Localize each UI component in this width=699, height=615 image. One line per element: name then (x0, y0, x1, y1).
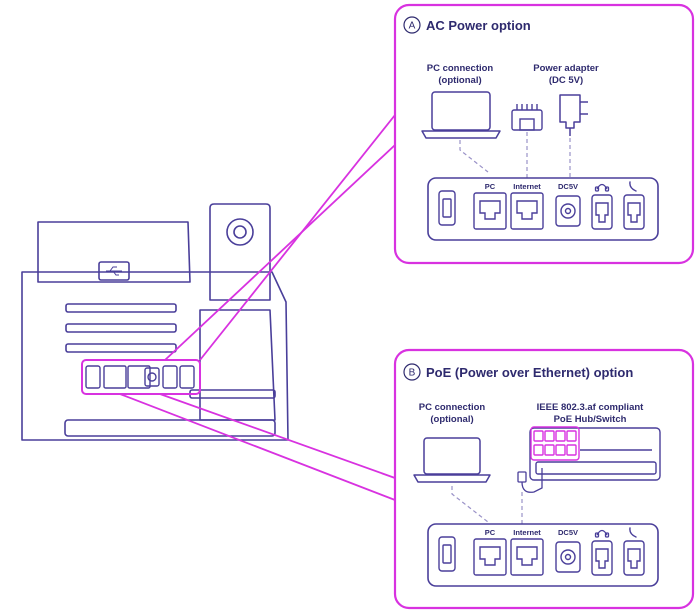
panel-a-port-panel (427, 177, 659, 241)
callout-line-a-2 (164, 144, 396, 361)
poe-switch-body (529, 427, 661, 481)
dc-port-pin (564, 207, 572, 215)
handset-speaker (226, 218, 254, 246)
panel-a-port-internet: Internet (513, 182, 541, 191)
usb-slot (438, 536, 456, 572)
poe-switch-strip (535, 461, 657, 475)
dc-port (555, 541, 581, 573)
panel-b-pc-caption-2: (optional) (430, 414, 473, 425)
panel-a-port-dc: DC5V (558, 182, 578, 191)
panel-b-hub-caption-2: PoE Hub/Switch (554, 414, 627, 425)
power-adapter-icon (559, 94, 588, 136)
poe-port-highlight (530, 426, 580, 461)
panel-b-port-internet: Internet (513, 528, 541, 537)
handset-speaker-inner (233, 225, 247, 239)
handset-icon (629, 527, 637, 538)
panel-b-hub-caption-1: IEEE 802.3.af compliant (537, 402, 644, 413)
panel-a-frame (393, 3, 695, 265)
headset-port (591, 194, 613, 230)
panel-a-adapter-caption-2: (DC 5V) (549, 75, 583, 86)
callout-line-b-2 (119, 393, 396, 501)
panel-b-badge-text: B (409, 368, 416, 379)
pc-port-jack (479, 546, 501, 566)
panel-b-badge (403, 363, 421, 381)
laptop-icon (421, 91, 501, 139)
internet-port-jack (516, 546, 538, 566)
body-slot (65, 303, 177, 313)
phone-back-view (21, 203, 289, 441)
panel-b-port-dc: DC5V (558, 528, 578, 537)
cable-wire (521, 468, 543, 493)
body-slot (189, 389, 276, 399)
panel-b-title: PoE (Power over Ethernet) option (426, 365, 633, 380)
panel-a-ports (438, 190, 645, 230)
handset-port-jack (627, 548, 641, 569)
handset (209, 203, 271, 301)
panel-a-pc-caption-2: (optional) (438, 75, 481, 86)
panel-b-pc-caption-1: PC connection (419, 402, 486, 413)
usb-icon (106, 266, 122, 276)
headset-port-jack (595, 202, 609, 223)
callout-line-b (159, 393, 396, 479)
panel-b-port-pc: PC (485, 528, 496, 537)
handset-port-jack (627, 202, 641, 223)
panel-ac-power: A AC Power option PC connection (optiona… (393, 3, 695, 265)
usb-port (98, 261, 130, 281)
panel-b-port-panel (427, 523, 659, 587)
panel-a-dashed-links (459, 132, 571, 178)
pc-port-jack (479, 200, 501, 220)
panel-a-badge-text: A (409, 21, 416, 32)
handset-port (623, 540, 645, 576)
handset-cradle (199, 309, 276, 421)
pc-port (473, 192, 507, 230)
port-highlight (81, 359, 201, 395)
panel-b-ports (438, 536, 645, 576)
dc-port (555, 195, 581, 227)
phone-port-strip (85, 365, 195, 389)
poe-cable (517, 468, 543, 493)
panel-a-pc-caption-1: PC connection (427, 63, 494, 74)
handset-icon (629, 181, 637, 192)
callout-line-a (199, 114, 396, 361)
panel-b-frame (393, 348, 695, 610)
body-slot (65, 323, 177, 333)
laptop-icon (413, 437, 491, 483)
panel-a-port-pc: PC (485, 182, 496, 191)
phone-foot (64, 419, 276, 437)
poe-switch-icon (529, 427, 661, 481)
internet-port-jack (516, 200, 538, 220)
usb-slot (438, 190, 456, 226)
phone-body (21, 271, 289, 441)
panel-a-title: AC Power option (426, 18, 531, 33)
headset-port-jack (595, 548, 609, 569)
headset-icon (594, 183, 610, 192)
headset-port (591, 540, 613, 576)
panel-a-badge (403, 16, 421, 34)
panel-b-dashed-links (451, 486, 523, 524)
usb-slot-inner (442, 198, 452, 218)
dc-port-ring (560, 203, 576, 219)
dc-port-ring (560, 549, 576, 565)
internet-port (510, 538, 544, 576)
usb-slot-inner (442, 544, 452, 564)
network-jack-icon (511, 104, 543, 131)
pc-port (473, 538, 507, 576)
panel-poe: B PoE (Power over Ethernet) option PC co… (393, 348, 695, 610)
dc-port-pin (564, 553, 572, 561)
body-slot (65, 343, 177, 353)
panel-a-adapter-caption-1: Power adapter (533, 63, 599, 74)
headset-icon (594, 529, 610, 538)
callout-lines (119, 114, 396, 501)
handset-port (623, 194, 645, 230)
phone-stand (37, 221, 191, 283)
internet-port (510, 192, 544, 230)
poe-switch-ports (530, 426, 580, 461)
